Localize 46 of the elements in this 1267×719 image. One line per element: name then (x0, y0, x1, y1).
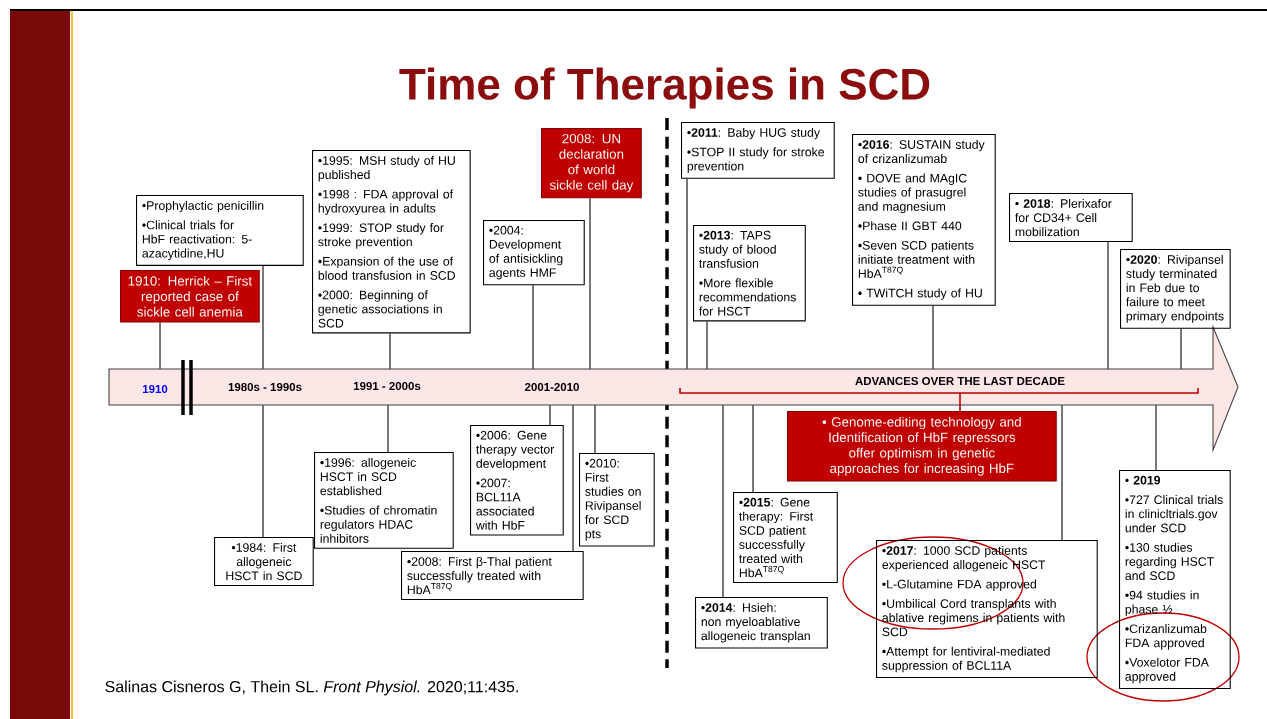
connector-line (389, 332, 391, 370)
connector-line (262, 404, 264, 538)
connector-line (159, 321, 161, 370)
connector-line (387, 404, 389, 453)
connector-line (1180, 328, 1182, 370)
event-box: • 2019 •727 Clinical trials in clinicltrials.gov under SCD •130 studies regarding HSCT and SCD •94 studies in phase ½ •Crizanlizumab FDA approved •Voxelotor FDA approved (1119, 470, 1231, 690)
connector-line (594, 404, 596, 454)
title: Time of Therapies in SCD (399, 67, 930, 109)
connector-line (262, 265, 264, 370)
event-box: •2006: Gene therapy vector development •2007: BCL11A associated with HbF (470, 425, 564, 536)
connector-line (686, 178, 688, 370)
connector-line (589, 197, 591, 370)
connector-line (572, 404, 574, 552)
connector-line (549, 404, 551, 426)
event-box: •2013: TAPS study of blood transfusion •More flexible recommendations for HSCT (693, 225, 806, 322)
highlight-box: • Genome-editing technology and Identification of HbF repressors offer optimism in genetic approaches for increasing HbF (787, 411, 1057, 482)
event-box: •1995: MSH study of HU published •1998 : FDA approval of hydroxyurea in adults •1999: STOP study for stroke prevention •Expansion of the use of blood transfusion in SCD •2000: Beginning of genetic associations in SCD (312, 150, 471, 334)
event-box: •2004: Development of antisickling agents HMF (483, 220, 585, 286)
event-box: •2011: Baby HUG study •STOP II study for stroke prevention (681, 122, 835, 179)
highlight-box: 1910: Herrick – First reported case of sickle cell anemia (120, 270, 260, 323)
event-box: •2015: Gene therapy: First SCD patient successfully treated with HbA$^{T87Q}$ (733, 492, 838, 584)
event-box: •2016: SUSTAIN study of crizanlizumab • DOVE and MAgIC studies of prasugrel and magnesium •Phase II GBT 440 •Seven SCD patients initiate treatment with HbA$^{T87Q}$ • TWiTCH study of HU (852, 134, 996, 306)
event-box: •1984: First allogeneic HSCT in SCD (214, 537, 314, 586)
connector-line (1061, 404, 1063, 541)
event-box: •1996: allogeneic HSCT in SCD established •Studies of chromatin regulators HDAC inhibitors (314, 452, 454, 549)
event-box: • 2018: Plerixafor for CD34+ Cell mobilization (1009, 193, 1133, 242)
connector-line (752, 404, 754, 493)
highlight-box: 2008: UN declaration of world sickle cell day (541, 128, 642, 199)
period-label: 1910 (143, 384, 168, 394)
event-box: •2008: First β-Thal patient successfully treated with HbA$^{T87Q}$ (401, 551, 584, 600)
connector-line (532, 284, 534, 370)
connector-line (706, 320, 708, 370)
connector-line (932, 305, 934, 370)
connector-line (722, 404, 724, 598)
event-box: •2010: First studies on Rivipansel for SCD pts (579, 453, 655, 547)
connector-line (1155, 404, 1157, 471)
event-box: •2020: Rivipansel study terminated in Feb due to failure to meet primary endpoints (1120, 249, 1231, 329)
period-label: 1980s - 1990s (228, 382, 302, 392)
connector-line (1107, 241, 1109, 370)
citation: Salinas Cisneros G, Thein SL. Front Physiol. 2020;11:435. (105, 680, 518, 696)
period-label: ADVANCES OVER THE LAST DECADE (855, 376, 1065, 386)
event-box: •Prophylactic penicillin •Clinical trials for HbF reactivation: 5-azacytidine,HU (136, 195, 304, 266)
event-box: •2014: Hsieh: non myeloablative allogeneic transplan (695, 597, 828, 649)
period-label: 1991 - 2000s (353, 381, 421, 391)
period-label: 2001-2010 (525, 382, 579, 392)
connector-line (959, 392, 961, 412)
